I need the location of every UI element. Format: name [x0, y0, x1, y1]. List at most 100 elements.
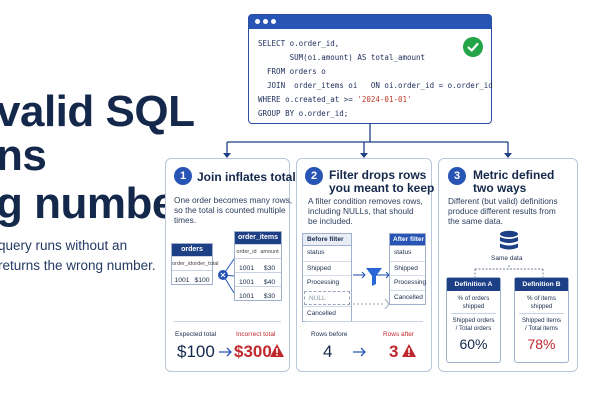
table-cell: $30: [263, 293, 276, 300]
incorrect-total-label: Incorrect total: [236, 331, 276, 338]
sql-line-1: SELECT o.order_id,: [258, 39, 340, 48]
table-cell: 1001: [238, 293, 255, 300]
panel-3-desc-2: produce different results from: [448, 206, 556, 216]
rows-before-label: Rows before: [311, 331, 348, 338]
definition-a-value: 60%: [459, 336, 488, 352]
list-item: Processing: [390, 275, 426, 290]
definition-a-label-1: % of orders: [457, 295, 490, 302]
panel-2-title-line-1: Filter drops rows: [329, 168, 427, 182]
window-dot-icon: [263, 19, 268, 24]
order-items-table: order_items order_id amount 1001 $30 100…: [234, 231, 282, 301]
window-dot-icon: [271, 19, 276, 24]
rows-after-label: Rows after: [383, 331, 415, 338]
sql-code-window: SELECT o.order_id, SUM(oi.amount) AS tot…: [248, 14, 493, 124]
headline-subtext: query runs without an returns the wrong …: [0, 236, 168, 276]
list-item: Shipped: [303, 260, 351, 276]
order-items-table-header: order_id amount: [235, 244, 281, 258]
panel-1-divider: [174, 321, 281, 322]
arrow-right-icon: [219, 347, 232, 357]
definition-a-formula-2: / Total orders: [455, 324, 492, 332]
definition-b-label-1: % of items: [527, 295, 556, 302]
sql-line-4: JOIN order_items oi ON oi.order_id = o.o…: [258, 81, 493, 90]
step-number-1: 1: [174, 167, 192, 185]
headline-line-2: ns: [0, 131, 47, 180]
list-item-dropped-null: NULL: [304, 290, 350, 305]
orders-table: orders order_id order_total 1001 $100: [171, 243, 218, 285]
definition-a-divider: [451, 313, 496, 314]
panel-1-desc-3: times.: [174, 215, 197, 225]
funnel-icon: [353, 268, 390, 310]
step-number-3: 3: [448, 167, 466, 185]
definition-a-label-2: shipped: [462, 302, 485, 310]
list-item: Cancelled: [303, 306, 351, 321]
panel-1-title: Join inflates totals: [197, 170, 303, 184]
table-cell: $40: [263, 279, 276, 286]
table-cell: 1001: [174, 277, 190, 284]
sql-line-5-code: WHERE o.created_at >=: [258, 95, 358, 104]
table-row: 1001 $100: [172, 270, 212, 284]
incorrect-total-value: $300: [234, 342, 272, 361]
list-item: Processing: [303, 275, 351, 290]
table-cell: $100: [194, 277, 210, 284]
step-number-2: 2: [305, 167, 323, 185]
orders-table-header: order_id order_total: [172, 256, 218, 270]
sql-date-string: '2024-01-01': [357, 95, 412, 104]
subtext-line-1: query runs without an: [0, 238, 128, 253]
panel-3-desc-1: Different (but valid) definitions: [448, 196, 558, 206]
panel-1-desc-1: One order becomes many rows,: [174, 195, 293, 205]
table-cell: 1001: [238, 265, 255, 272]
warning-triangle-icon: [402, 344, 416, 357]
panel-2-divider: [305, 321, 423, 322]
sql-code: SELECT o.order_id, SUM(oi.amount) AS tot…: [258, 37, 493, 121]
panel-2-desc-2: including NULLs, that should: [308, 206, 414, 216]
headline-line-1: valid SQL: [0, 87, 195, 136]
check-circle-icon: [463, 37, 483, 57]
after-filter-table: After filter status Shipped Processing C…: [389, 233, 426, 305]
definition-b-title: Definition B: [515, 278, 568, 291]
sql-line-2: SUM(oi.amount) AS total_amount: [258, 53, 426, 62]
definition-a-card: Definition A % of orders shipped Shipped…: [446, 277, 501, 363]
subtext-line-2: returns the wrong number.: [0, 258, 156, 273]
window-dot-icon: [255, 19, 260, 24]
after-filter-title: After filter: [390, 234, 425, 246]
table-row: 1001 $40: [235, 272, 281, 286]
panel-2-desc-1: A filter condition removes rows,: [308, 196, 423, 206]
database-icon: [500, 230, 518, 250]
panel-3-title-line-1: Metric defined: [473, 168, 555, 182]
arrow-right-icon: [353, 347, 366, 357]
list-item: Cancelled: [390, 289, 425, 305]
panel-1-desc-2: so the total is counted multiple: [174, 205, 286, 215]
definition-b-value: 78%: [527, 336, 556, 352]
panel-3-title-line-2: two ways: [473, 181, 527, 195]
column-header: order_total: [192, 261, 219, 267]
list-item: Shipped: [390, 260, 425, 276]
table-cell: 1001: [238, 279, 255, 286]
panel-2-title-line-2: you meant to keep: [329, 181, 435, 195]
table-cell: $30: [263, 265, 276, 272]
column-header: order_id: [172, 261, 193, 267]
table-row: 1001 $30: [235, 286, 281, 300]
expected-total-value: $100: [177, 342, 215, 361]
before-filter-title: Before filter: [303, 234, 351, 246]
column-header: status: [307, 249, 325, 256]
rows-before-value: 4: [323, 342, 333, 361]
definition-b-formula-1: Shipped items: [521, 317, 562, 324]
one-to-many-arrows-icon: [218, 258, 235, 294]
definition-b-formula-2: / Total items: [525, 324, 558, 332]
definition-b-divider: [519, 313, 564, 314]
column-header: amount: [260, 249, 279, 255]
warning-triangle-icon: [270, 344, 284, 357]
column-header: order_id: [236, 249, 257, 255]
same-data-label: Same data: [491, 255, 523, 262]
definition-a-formula-1: Shipped orders: [452, 317, 495, 324]
sql-line-5: WHERE o.created_at >= '2024-01-01': [258, 93, 493, 107]
definition-b-card: Definition B % of items shipped Shipped …: [514, 277, 569, 363]
sql-line-6: GROUP BY o.order_id;: [258, 109, 349, 118]
sql-line-3: FROM orders o: [258, 67, 326, 76]
branch-connector: [474, 265, 544, 277]
panel-2-desc-3: be included.: [308, 216, 353, 226]
orders-table-title: orders: [172, 244, 212, 256]
panel-join-inflates-totals: 1 Join inflates totals One order becomes…: [165, 158, 302, 372]
definition-a-title: Definition A: [447, 278, 500, 291]
